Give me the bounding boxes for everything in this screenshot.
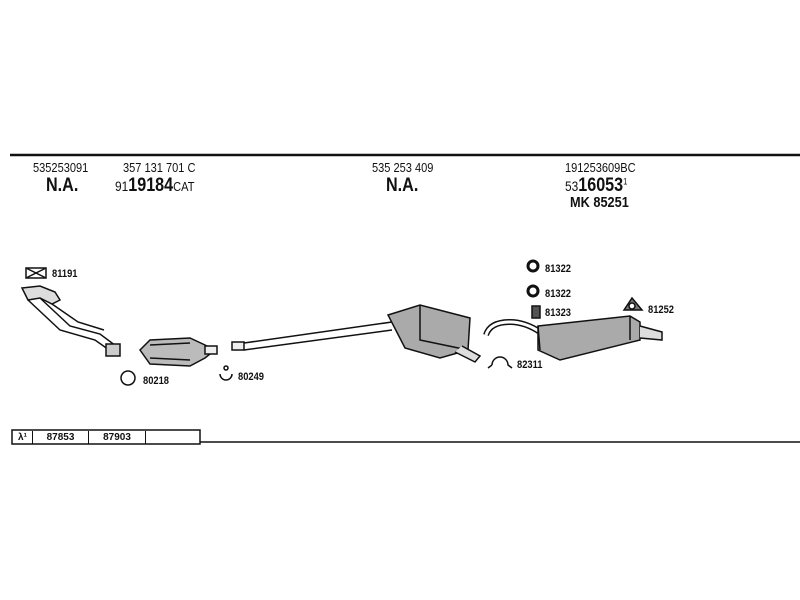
rear-muffler-icon — [537, 315, 663, 361]
mount-icon — [622, 296, 644, 311]
part-number: 535 253 409 — [372, 160, 434, 175]
table-cell: 87903 — [89, 431, 146, 444]
part-label: 82311 — [517, 359, 543, 371]
rear-pipe-icon — [483, 318, 542, 337]
gasket-icon — [25, 267, 47, 279]
part-label: 81191 — [52, 268, 78, 280]
reference: N.A. — [386, 175, 419, 196]
reference: N.A. — [46, 175, 79, 196]
table-symbol: λ¹ — [13, 431, 33, 444]
kit-number: MK 85251 — [570, 194, 629, 211]
hanger-icon — [526, 259, 540, 273]
rear-clamp-icon — [487, 356, 513, 369]
part-number: 191253609BC — [565, 160, 636, 175]
part-label: 80218 — [143, 375, 170, 387]
table-cell — [146, 431, 199, 444]
middle-muffler-icon — [386, 304, 482, 363]
ring-icon — [120, 370, 136, 386]
part-number: 535253091 — [33, 160, 89, 175]
catalytic-converter-icon — [139, 337, 218, 367]
hanger-icon — [526, 284, 540, 298]
part-number: 357 131 701 C — [123, 160, 196, 175]
middle-pipe-icon — [231, 321, 393, 351]
hanger-icon — [531, 305, 541, 319]
front-pipe-icon — [20, 285, 121, 357]
table-cell: 87853 — [33, 431, 89, 444]
part-label: 80249 — [238, 371, 265, 383]
part-label: 81252 — [648, 304, 675, 316]
reference: 9119184CAT — [115, 175, 195, 196]
part-label: 81322 — [545, 263, 572, 275]
reference: 53160531 — [565, 175, 628, 196]
part-label: 81322 — [545, 288, 572, 300]
part-label: 81323 — [545, 307, 572, 319]
clamp-icon — [219, 365, 233, 381]
